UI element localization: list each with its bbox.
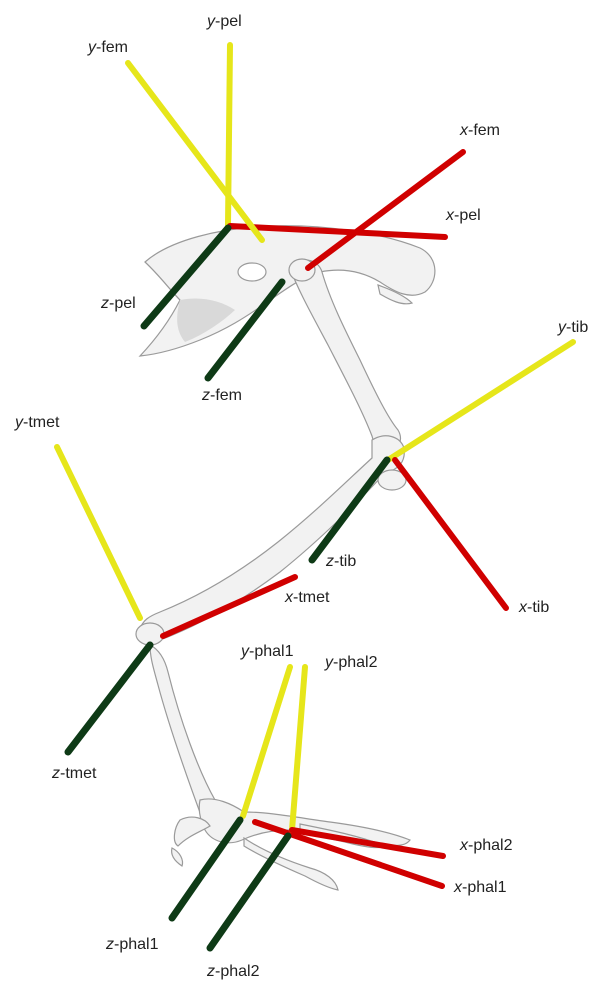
axes (57, 45, 573, 948)
label-y-tmet: y-tmet (15, 415, 59, 431)
z-tmet-axis (68, 645, 150, 752)
y-tib-axis (388, 342, 573, 460)
pelvis-bone (140, 226, 435, 356)
label-x-tmet: x-tmet (285, 590, 329, 606)
label-x-tib: x-tib (519, 600, 549, 616)
label-z-phal2: z-phal2 (207, 964, 259, 980)
label-x-fem: x-fem (460, 123, 500, 139)
label-z-phal1: z-phal1 (106, 937, 158, 953)
label-x-pel: x-pel (446, 208, 481, 224)
label-y-tib: y-tib (558, 320, 588, 336)
label-x-phal1: x-phal1 (454, 880, 506, 896)
y-phal2-axis (292, 667, 305, 830)
label-z-pel: z-pel (101, 296, 136, 312)
x-tib-axis (395, 460, 506, 608)
label-y-fem: y-fem (88, 40, 128, 56)
label-z-fem: z-fem (202, 388, 242, 404)
y-phal1-axis (243, 667, 290, 816)
label-z-tib: z-tib (326, 554, 356, 570)
label-x-phal2: x-phal2 (460, 838, 512, 854)
label-y-pel: y-pel (207, 14, 242, 30)
label-y-phal1: y-phal1 (241, 644, 293, 660)
label-z-tmet: z-tmet (52, 766, 96, 782)
y-tmet-axis (57, 447, 140, 618)
label-y-phal2: y-phal2 (325, 655, 377, 671)
y-fem-axis (128, 63, 262, 240)
z-phal2-axis (210, 836, 288, 948)
tibiotarsus-bone (140, 436, 406, 641)
